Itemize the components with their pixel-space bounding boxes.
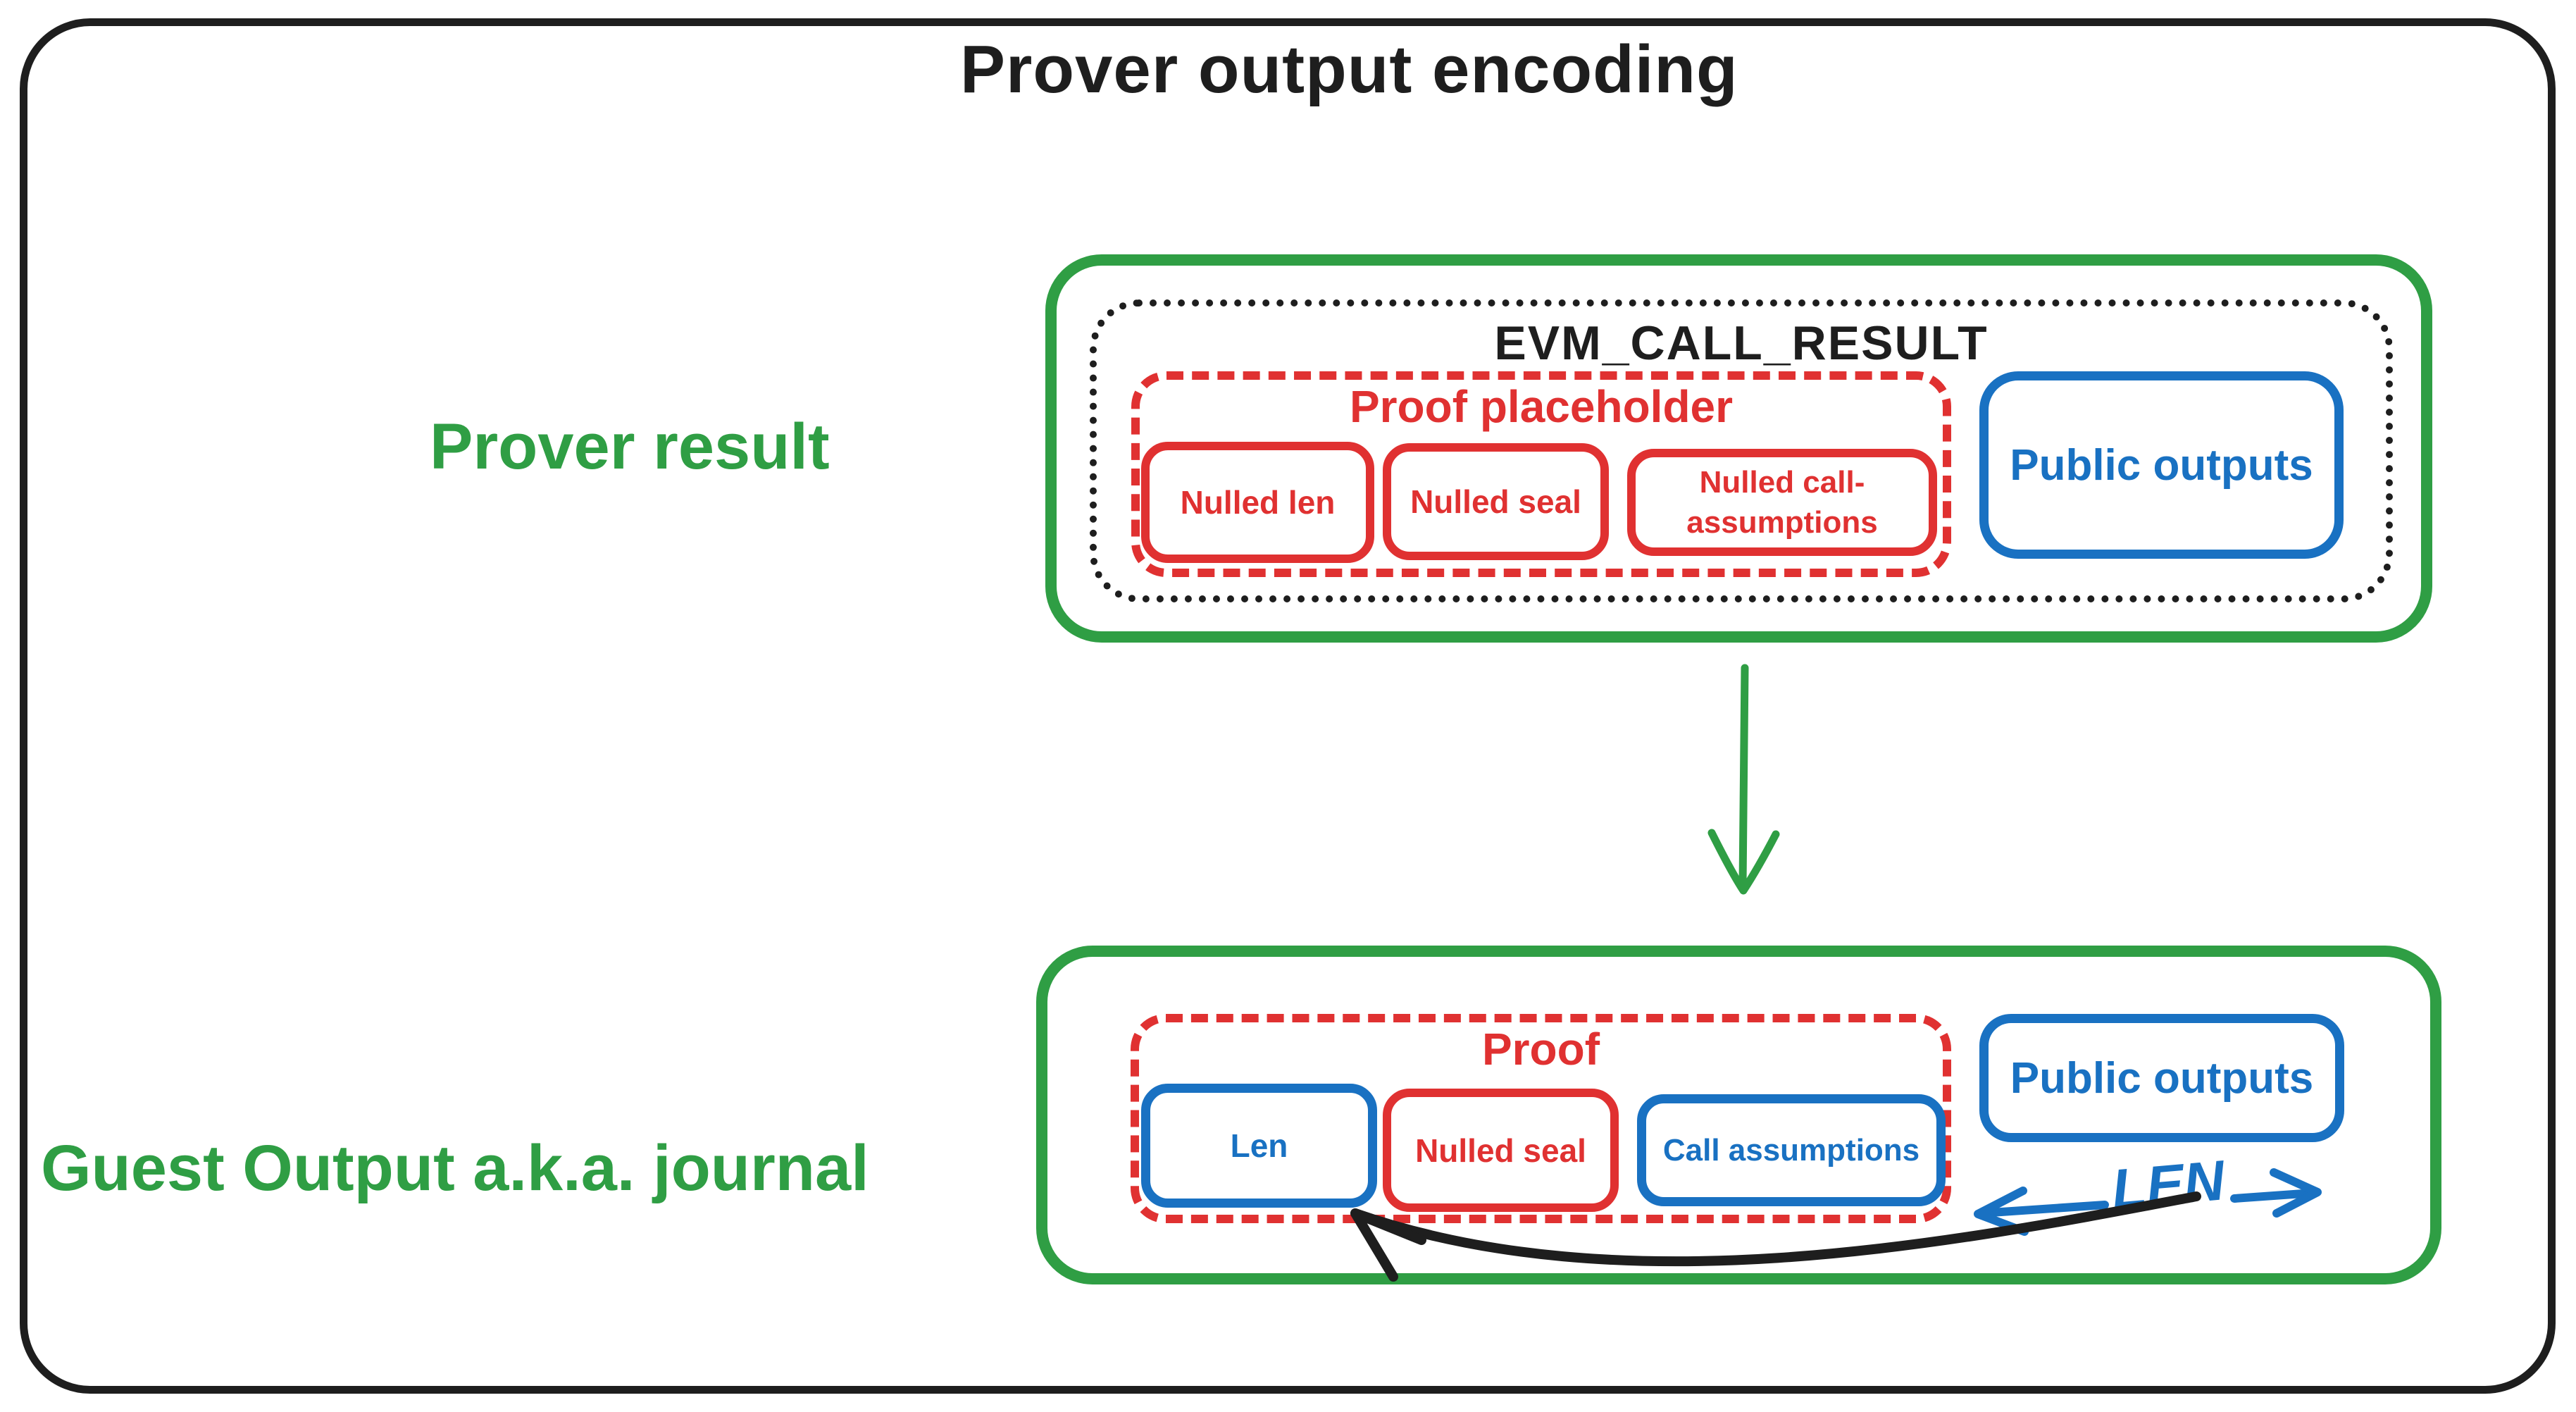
outer-frame — [20, 18, 2556, 1394]
guest-output-label: Guest Output a.k.a. journal — [41, 1132, 869, 1204]
evm-call-result-envelope — [1090, 299, 2393, 602]
len-field: Len — [1141, 1084, 1377, 1208]
proof-label: Proof — [1481, 1024, 1600, 1075]
len-extent-label: LEN — [2109, 1148, 2227, 1221]
nulled-call-assumptions-field: Nulled call- assumptions — [1627, 449, 1937, 556]
public-outputs-box-top: Public outputs — [1979, 371, 2344, 559]
proof-placeholder-group — [1131, 371, 1951, 577]
evm-call-result-label: EVM_CALL_RESULT — [1494, 316, 1989, 370]
prover-result-label: Prover result — [430, 411, 830, 483]
nulled-seal-field: Nulled seal — [1383, 443, 1609, 560]
call-assumptions-field: Call assumptions — [1637, 1094, 1946, 1206]
nulled-len-field: Nulled len — [1141, 442, 1374, 563]
proof-placeholder-label: Proof placeholder — [1349, 381, 1734, 432]
public-outputs-box-bottom: Public outputs — [1979, 1014, 2344, 1142]
nulled-seal-field-bottom: Nulled seal — [1383, 1089, 1619, 1212]
page-title: Prover output encoding — [960, 32, 1738, 107]
